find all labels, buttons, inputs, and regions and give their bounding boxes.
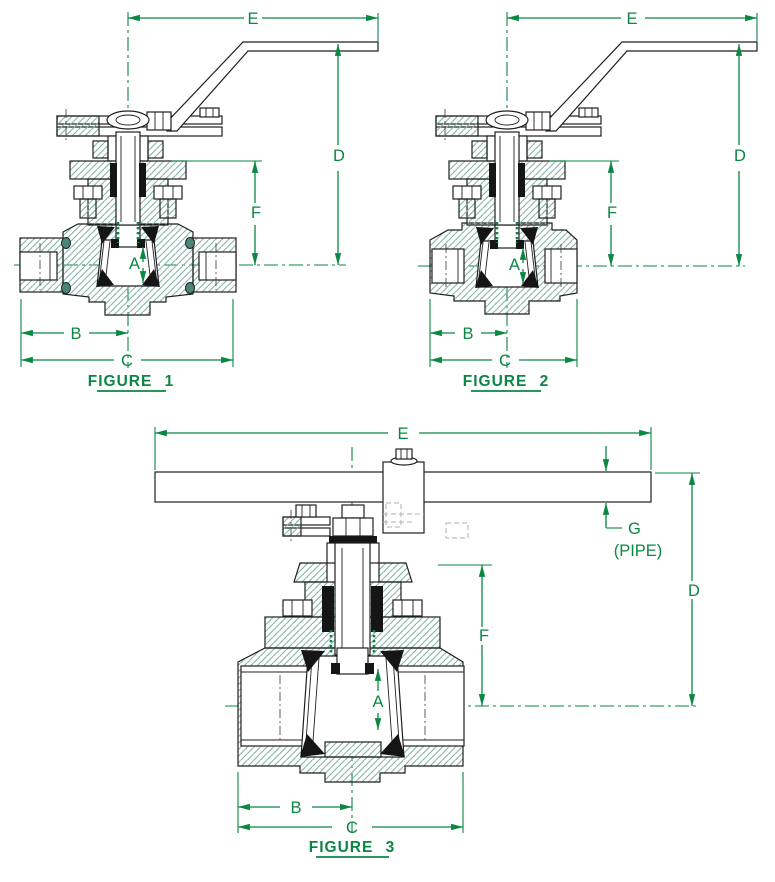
stem-top-nut — [341, 504, 365, 519]
dim-label-d: D — [333, 147, 345, 165]
figure-1-caption: FIGURE 1 — [88, 373, 174, 390]
dim-label-e: E — [247, 10, 258, 28]
port-bore-left — [19, 251, 58, 281]
dim-label-d: D — [734, 147, 746, 165]
o-ring — [185, 237, 195, 249]
dim-label-g-note: (PIPE) — [614, 542, 663, 560]
dim-label-b: B — [290, 799, 301, 817]
bonnet-bolt-right — [392, 599, 423, 617]
seat-seal — [380, 734, 405, 757]
stem-nut — [332, 517, 374, 537]
dim-label-f: F — [479, 627, 489, 645]
figure-1-dimensions: E D F A B C — [20, 10, 379, 370]
dim-label-a: A — [509, 256, 520, 274]
dim-label-g: G — [628, 520, 641, 538]
dim-label-f: F — [251, 204, 261, 222]
o-ring — [61, 237, 71, 249]
port-bore-right — [198, 251, 237, 281]
figure-3: E G (PIPE) D F A B C — [154, 425, 700, 858]
dim-label-d: D — [688, 582, 700, 600]
dim-label-f: F — [607, 204, 617, 222]
dim-label-c: C — [499, 352, 511, 370]
hidden-lines — [383, 502, 469, 539]
dim-label-e: E — [397, 425, 408, 443]
stem — [334, 542, 371, 656]
packing-ring — [329, 536, 377, 543]
o-ring — [61, 282, 71, 294]
figure-1: E D F A B C FIGURE 1 — [14, 10, 380, 392]
mount-plate-hatch — [282, 516, 302, 537]
figure-2-dimensions: E D F A B C — [429, 10, 758, 370]
dim-label-a: A — [129, 255, 140, 273]
figure-2: E D F A B C FIGURE 2 — [418, 10, 759, 392]
coupling-screw — [395, 448, 413, 460]
dim-label-c: C — [121, 352, 133, 370]
seat-seal — [301, 650, 325, 672]
bonnet-bolt-left — [282, 599, 313, 617]
figure-3-dimensions: E G (PIPE) D F A B C — [154, 425, 700, 837]
dim-label-b: B — [70, 325, 81, 343]
plate-bolt — [295, 504, 317, 518]
figure-2-caption: FIGURE 2 — [463, 373, 549, 390]
stem-tip — [336, 647, 369, 675]
dim-label-b: B — [462, 325, 473, 343]
stem-packing-right — [371, 586, 383, 632]
o-ring — [185, 282, 195, 294]
pipe-coupling-block — [382, 461, 425, 534]
port-bore-left — [431, 248, 465, 284]
dim-label-a: A — [372, 693, 383, 711]
stem-packing-left — [322, 586, 334, 632]
seat-seal — [300, 734, 325, 757]
dim-label-e: E — [626, 10, 637, 28]
dim-label-c: C — [346, 819, 358, 837]
seat-seal — [380, 650, 404, 672]
figure-3-caption: FIGURE 3 — [309, 839, 395, 856]
